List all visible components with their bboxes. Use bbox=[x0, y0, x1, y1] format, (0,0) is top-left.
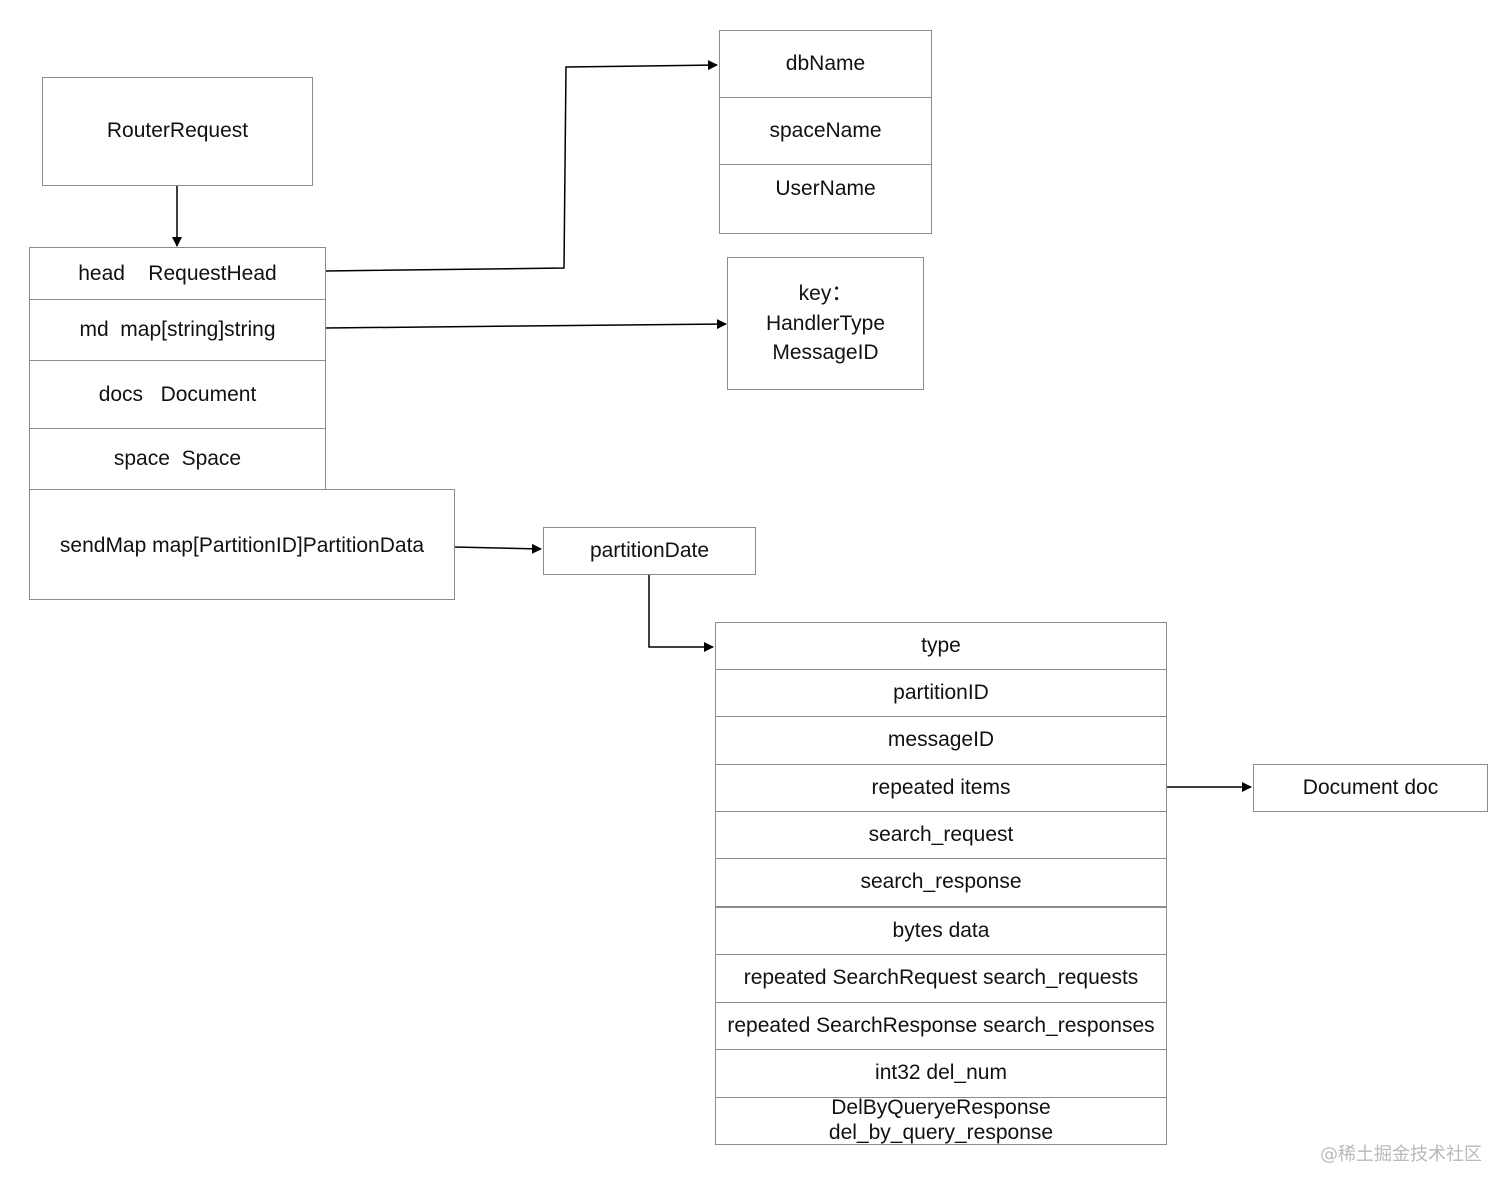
document-doc-box: Document doc bbox=[1253, 764, 1488, 812]
md-keys-box: key： HandlerType MessageID bbox=[727, 257, 924, 390]
router-field-space: space Space bbox=[29, 428, 326, 490]
partition-field-search-requests: repeated SearchRequest search_requests bbox=[715, 954, 1167, 1003]
arrow-head-to-dbname bbox=[324, 60, 718, 272]
partition-field-del-by-query-response: DelByQueryeResponse del_by_query_respons… bbox=[715, 1096, 1167, 1145]
router-field-sendmap: sendMap map[PartitionID]PartitionData bbox=[29, 489, 455, 600]
router-request-box: RouterRequest bbox=[42, 77, 313, 186]
head-field-spacename: spaceName bbox=[719, 97, 932, 166]
partition-date-label: partitionDate bbox=[589, 538, 710, 562]
arrow-partitiondate-to-type bbox=[648, 575, 714, 652]
watermark: @稀土掘金技术社区 bbox=[1320, 1144, 1482, 1165]
partition-field-search-request: search_request bbox=[715, 811, 1167, 860]
partition-field-type: type bbox=[715, 622, 1167, 670]
partition-field-messageid: messageID bbox=[715, 716, 1167, 765]
router-field-md: md map[string]string bbox=[29, 299, 326, 362]
partition-field-bytes-data: bytes data bbox=[715, 907, 1167, 956]
partition-field-partitionid: partitionID bbox=[715, 669, 1167, 718]
md-keys-text: key： HandlerType MessageID bbox=[765, 281, 886, 365]
head-field-dbname: dbName bbox=[719, 30, 932, 99]
router-request-label: RouterRequest bbox=[106, 119, 249, 143]
partition-field-search-response: search_response bbox=[715, 858, 1167, 907]
head-field-username: UserName bbox=[719, 164, 932, 234]
arrow-md-to-keys bbox=[324, 319, 727, 330]
document-doc-label: Document doc bbox=[1302, 775, 1439, 799]
router-field-docs: docs Document bbox=[29, 360, 326, 430]
partition-field-repeated-items: repeated items bbox=[715, 764, 1167, 812]
router-field-head: head RequestHead bbox=[29, 247, 326, 301]
partition-field-search-responses: repeated SearchResponse search_responses bbox=[715, 1002, 1167, 1051]
arrow-sendmap-to-partitiondate bbox=[453, 543, 542, 554]
partition-field-del-num: int32 del_num bbox=[715, 1049, 1167, 1098]
partition-date-box: partitionDate bbox=[543, 527, 756, 575]
